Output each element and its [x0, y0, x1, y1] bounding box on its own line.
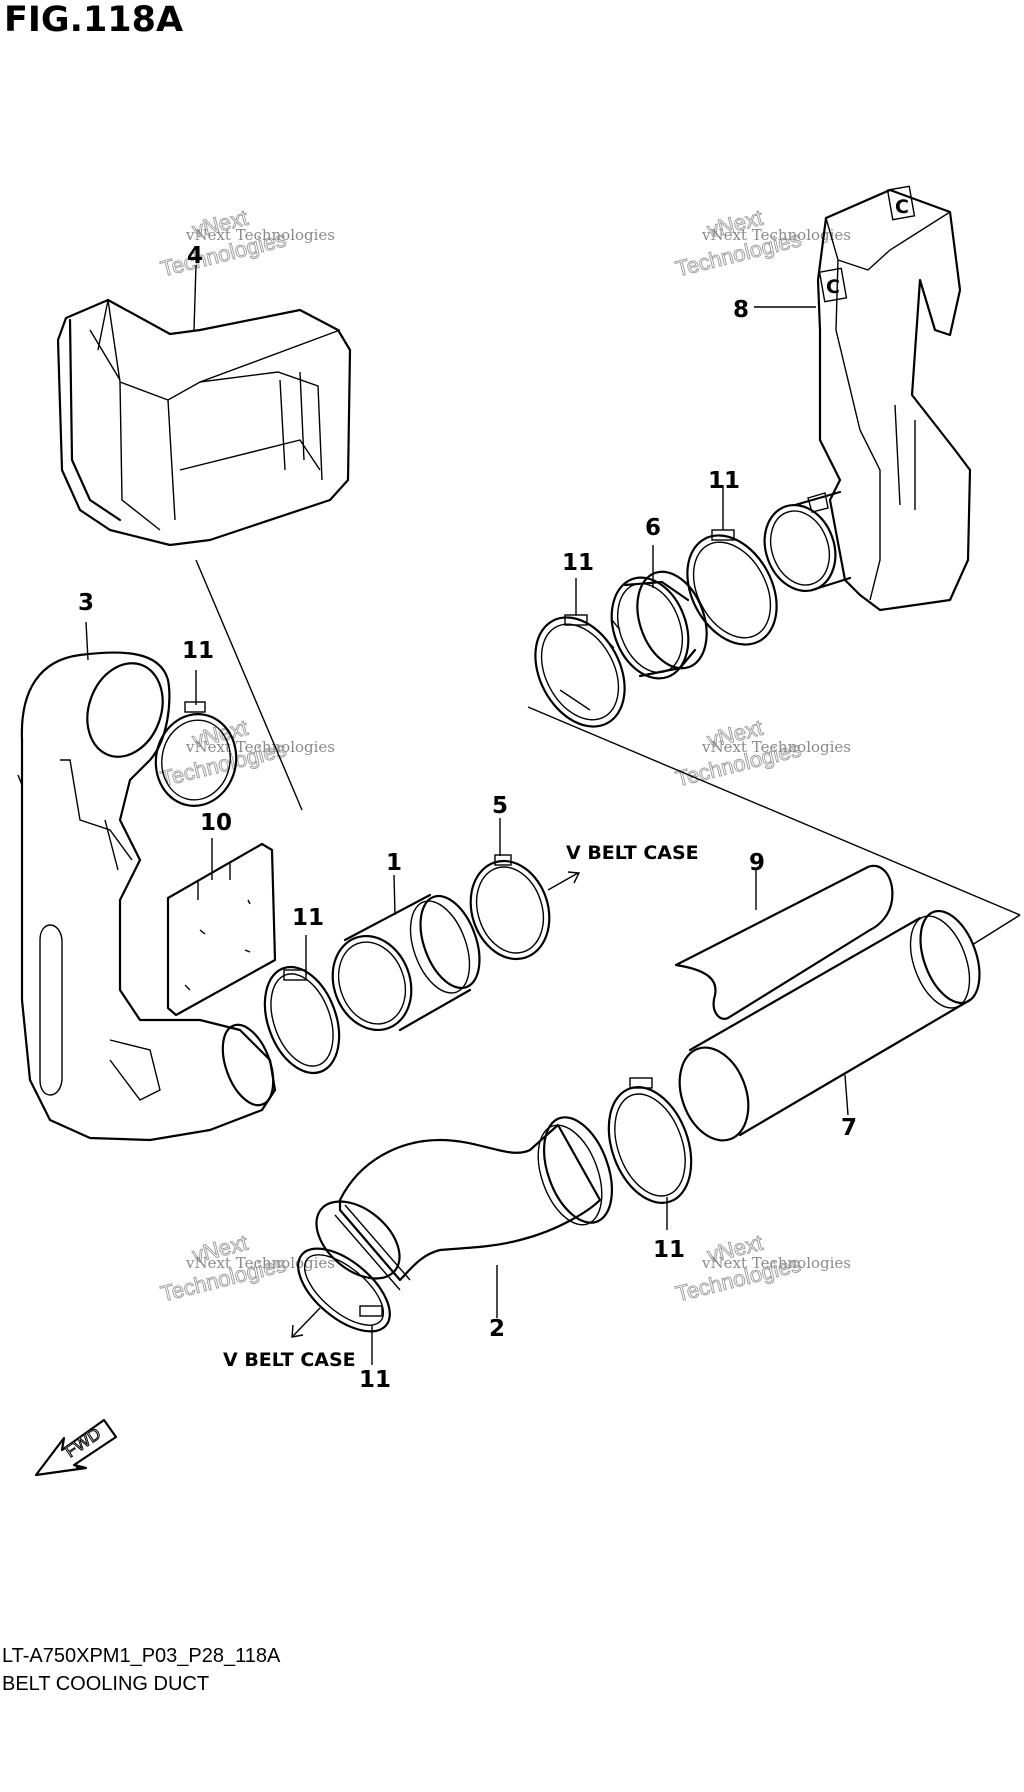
- watermark-4-small: vNext Technologies: [701, 738, 851, 756]
- callout-8: 8: [733, 297, 749, 323]
- callout-2: 2: [489, 1316, 505, 1342]
- callout-labels: 4 3 11 10 11 1 5 11 6 11 8 9 7 11 2 11: [78, 243, 857, 1393]
- part-9-heat-shield: [674, 864, 894, 1020]
- watermark-1-small: vNext Technologies: [185, 226, 335, 244]
- part-1-connector: [331, 893, 481, 1032]
- part-6-boot: [605, 570, 708, 680]
- callout-1: 1: [386, 850, 402, 876]
- clamp-11-mid-left: [263, 965, 341, 1075]
- callout-11-upper-left: 11: [182, 638, 214, 664]
- part-7-long-tube: [678, 909, 981, 1142]
- callout-11-upper-right-a: 11: [562, 550, 594, 576]
- callout-11-mid-left: 11: [292, 905, 324, 931]
- watermark-2-small: vNext Technologies: [701, 226, 851, 244]
- callout-3: 3: [78, 590, 94, 616]
- callout-4: 4: [187, 243, 203, 269]
- callout-7: 7: [841, 1115, 857, 1141]
- clamp-11-lower-left: [297, 1247, 391, 1333]
- callout-9: 9: [749, 850, 765, 876]
- note-v-belt-case-upper: V BELT CASE: [566, 842, 699, 864]
- part-2-lower-duct: [315, 1116, 613, 1291]
- callout-11-lower-right: 11: [653, 1237, 685, 1263]
- model-code: LT-A750XPM1_P03_P28_118A: [2, 1645, 281, 1667]
- clamp-11-lower-right: [607, 1077, 693, 1204]
- watermark-3-small: vNext Technologies: [185, 738, 335, 756]
- figure-title: FIG.118A: [4, 0, 184, 40]
- watermark-6-small: vNext Technologies: [701, 1254, 851, 1272]
- fwd-arrow-icon: FWD: [34, 1418, 118, 1477]
- part-3-elbow-duct: [17, 651, 277, 1142]
- mark-c-top: C: [895, 196, 909, 218]
- part-8-intake-duct: C C: [763, 185, 972, 612]
- figure-caption: BELT COOLING DUCT: [2, 1673, 210, 1695]
- part-4-cover: [56, 298, 352, 547]
- callout-5: 5: [492, 793, 508, 819]
- callout-6: 6: [645, 515, 661, 541]
- part-5-band: [469, 854, 551, 961]
- callout-10: 10: [200, 810, 232, 836]
- leader-lines: [85, 264, 1021, 1365]
- callout-11-upper-right-b: 11: [708, 468, 740, 494]
- watermark-5-small: vNext Technologies: [185, 1254, 335, 1272]
- part-10-pad: [166, 842, 277, 1017]
- mark-c-side: C: [826, 276, 840, 298]
- clamp-11-upper-right-a: [534, 614, 626, 728]
- clamp-11-upper-left: [154, 701, 238, 807]
- note-v-belt-case-lower: V BELT CASE: [223, 1349, 356, 1371]
- callout-11-lower-left: 11: [359, 1367, 391, 1393]
- watermark-group: vNext Technologies vNext Technologies vN…: [158, 204, 851, 1307]
